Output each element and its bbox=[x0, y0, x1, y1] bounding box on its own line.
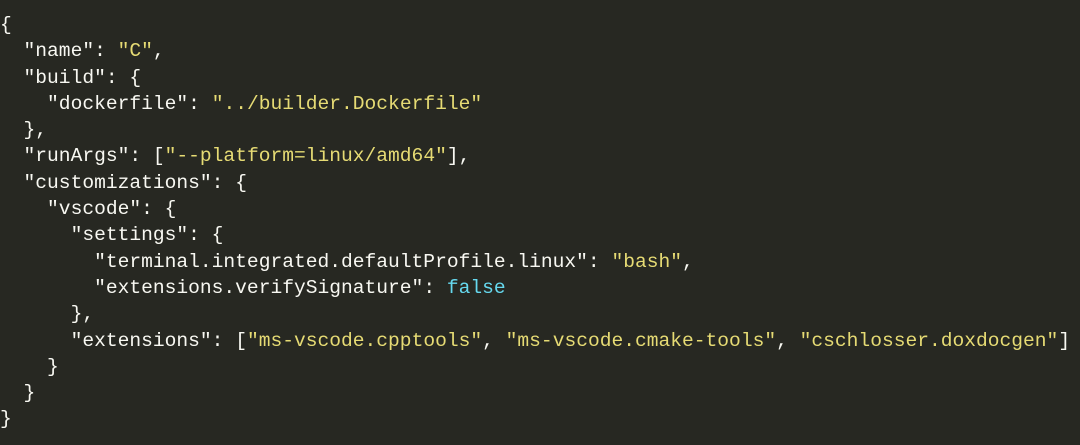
json-string: "C" bbox=[117, 40, 153, 63]
json-punctuation: { bbox=[0, 14, 12, 36]
indent bbox=[0, 330, 71, 352]
json-string: "ms-vscode.cmake-tools" bbox=[505, 329, 777, 352]
code-line: "vscode": { bbox=[0, 196, 1080, 222]
indent bbox=[0, 119, 24, 141]
json-punctuation: : { bbox=[211, 171, 247, 194]
json-key: "dockerfile" bbox=[47, 92, 189, 115]
json-punctuation: : { bbox=[141, 198, 177, 221]
code-line: "extensions.verifySignature": false bbox=[0, 275, 1080, 301]
json-punctuation: } bbox=[23, 382, 36, 405]
json-punctuation: ] bbox=[1058, 329, 1071, 352]
json-punctuation: : bbox=[188, 92, 212, 115]
json-punctuation: , bbox=[152, 40, 165, 63]
code-line: "name": "C", bbox=[0, 38, 1080, 64]
json-punctuation: , bbox=[682, 250, 694, 273]
indent bbox=[0, 224, 71, 246]
code-line: { bbox=[0, 12, 1080, 38]
json-keyword: false bbox=[446, 276, 506, 299]
code-line: "extensions": ["ms-vscode.cpptools", "ms… bbox=[0, 328, 1080, 354]
json-string: "ms-vscode.cpptools" bbox=[246, 329, 483, 352]
code-line: "runArgs": ["--platform=linux/amd64"], bbox=[0, 143, 1080, 169]
indent bbox=[0, 40, 24, 62]
json-punctuation: }, bbox=[70, 303, 95, 326]
indent bbox=[0, 67, 24, 89]
json-key: "terminal.integrated.defaultProfile.linu… bbox=[94, 250, 588, 273]
json-key: "runArgs" bbox=[23, 145, 130, 168]
json-punctuation: : { bbox=[188, 224, 224, 247]
indent bbox=[0, 93, 47, 115]
json-punctuation: }, bbox=[23, 119, 48, 142]
json-punctuation: : [ bbox=[129, 145, 165, 168]
code-line: "settings": { bbox=[0, 222, 1080, 248]
json-punctuation: } bbox=[0, 408, 12, 431]
json-string: "--platform=linux/amd64" bbox=[164, 145, 447, 168]
json-punctuation: : bbox=[94, 40, 118, 63]
indent bbox=[0, 277, 94, 299]
indent bbox=[0, 382, 24, 404]
json-punctuation: : { bbox=[105, 66, 142, 89]
json-punctuation: : [ bbox=[211, 329, 247, 352]
code-line: "customizations": { bbox=[0, 170, 1080, 196]
indent bbox=[0, 356, 47, 378]
code-line: "terminal.integrated.defaultProfile.linu… bbox=[0, 249, 1080, 275]
json-punctuation: , bbox=[776, 329, 800, 352]
indent bbox=[0, 145, 24, 167]
code-line: } bbox=[0, 406, 1080, 432]
json-key: "name" bbox=[23, 40, 95, 63]
indent bbox=[0, 172, 24, 194]
json-key: "extensions.verifySignature" bbox=[94, 276, 424, 299]
code-line: "build": { bbox=[0, 65, 1080, 91]
indent bbox=[0, 198, 47, 220]
json-key: "customizations" bbox=[23, 171, 212, 194]
json-punctuation: } bbox=[47, 355, 59, 378]
code-line: } bbox=[0, 380, 1080, 406]
json-string: "cschlosser.doxdocgen" bbox=[799, 329, 1059, 352]
indent bbox=[0, 251, 94, 273]
json-punctuation: ], bbox=[446, 145, 471, 168]
json-key: "extensions" bbox=[70, 329, 212, 352]
json-punctuation: , bbox=[482, 329, 506, 352]
code-line: }, bbox=[0, 117, 1080, 143]
json-string: "bash" bbox=[611, 250, 683, 273]
code-line: } bbox=[0, 354, 1080, 380]
indent bbox=[0, 303, 71, 325]
json-key: "vscode" bbox=[47, 198, 142, 221]
json-key: "settings" bbox=[70, 224, 189, 247]
json-string: "../builder.Dockerfile" bbox=[211, 92, 483, 115]
code-line: }, bbox=[0, 301, 1080, 327]
json-punctuation: : bbox=[423, 276, 447, 299]
json-punctuation: : bbox=[587, 250, 612, 273]
code-line: "dockerfile": "../builder.Dockerfile" bbox=[0, 91, 1080, 117]
json-key: "build" bbox=[23, 66, 106, 89]
